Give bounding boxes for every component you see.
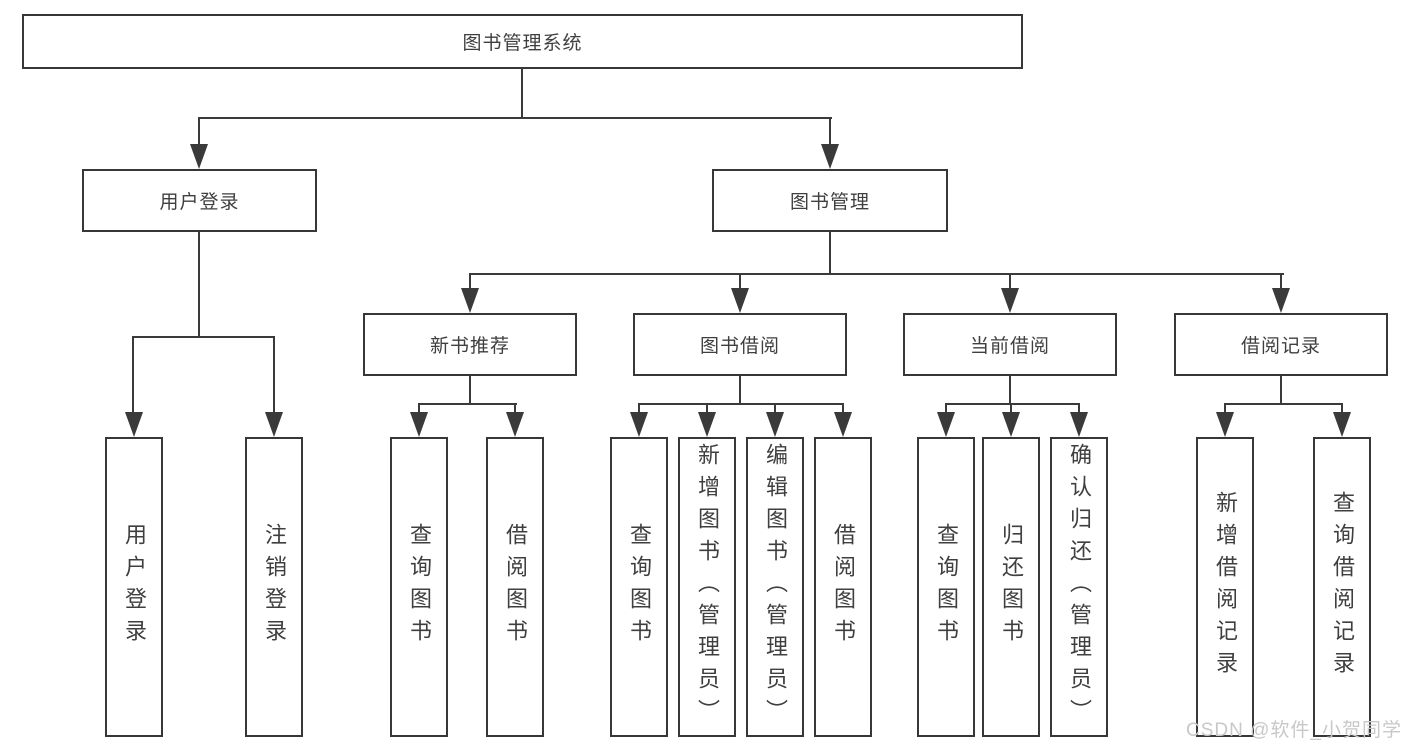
connector-stem: [1009, 273, 1011, 293]
leaf-currentborrow-return: 归还图书: [982, 437, 1040, 737]
node-user-login: 用户登录: [82, 169, 317, 232]
connector-currentborrow-trunk: [1009, 376, 1011, 405]
connector-bookborrow-split: [638, 403, 844, 405]
arrowhead-down: [1216, 412, 1234, 437]
leaf-logout: 注销登录: [245, 437, 303, 737]
connector-stem: [1078, 403, 1080, 415]
arrowhead-down: [630, 412, 648, 437]
arrowhead-down: [698, 412, 716, 437]
connector-currentborrow-split: [945, 403, 1080, 405]
connector-stem: [638, 403, 640, 415]
leaf-records-add: 新增借阅记录: [1196, 437, 1254, 737]
arrowhead-down: [766, 412, 784, 437]
arrowhead-down: [125, 412, 143, 437]
connector-root-split: [198, 117, 832, 119]
node-book-management: 图书管理: [712, 169, 948, 232]
arrowhead-down: [190, 144, 208, 169]
connector-userlogin-split: [132, 336, 275, 338]
arrowhead-down: [1272, 288, 1290, 313]
connector-stem: [774, 403, 776, 415]
connector-stem: [418, 403, 420, 415]
arrowhead-down: [410, 412, 428, 437]
connector-root-trunk: [521, 69, 523, 117]
connector-stem: [132, 336, 134, 416]
arrowhead-down: [834, 412, 852, 437]
connector-stem: [829, 117, 831, 149]
arrowhead-down: [1002, 412, 1020, 437]
connector-bookmgmt-split: [469, 273, 1284, 275]
arrowhead-down: [506, 412, 524, 437]
leaf-newbooks-query: 查询图书: [390, 437, 448, 737]
connector-stem: [706, 403, 708, 415]
connector-stem: [273, 336, 275, 416]
leaf-user-login: 用户登录: [105, 437, 163, 737]
node-book-borrow: 图书借阅: [633, 313, 847, 376]
leaf-records-query: 查询借阅记录: [1313, 437, 1371, 737]
arrowhead-down: [461, 288, 479, 313]
node-borrow-records: 借阅记录: [1174, 313, 1388, 376]
arrowhead-down: [1001, 288, 1019, 313]
connector-stem: [1010, 403, 1012, 415]
node-new-books: 新书推荐: [363, 313, 577, 376]
connector-stem: [514, 403, 516, 415]
connector-stem: [198, 117, 200, 149]
connector-stem: [739, 273, 741, 293]
connector-bookborrow-trunk: [739, 376, 741, 405]
node-root: 图书管理系统: [22, 14, 1023, 69]
leaf-bookborrow-query: 查询图书: [610, 437, 668, 737]
leaf-bookborrow-borrow: 借阅图书: [814, 437, 872, 737]
leaf-bookborrow-add: 新增图书（管理员）: [678, 437, 736, 737]
leaf-newbooks-borrow: 借阅图书: [486, 437, 544, 737]
connector-stem: [469, 273, 471, 293]
leaf-bookborrow-edit: 编辑图书（管理员）: [746, 437, 804, 737]
arrowhead-down: [937, 412, 955, 437]
connector-userlogin-trunk: [198, 232, 200, 338]
arrowhead-down: [731, 288, 749, 313]
csdn-watermark: CSDN @软件_小贺同学: [1186, 720, 1402, 741]
leaf-currentborrow-query: 查询图书: [917, 437, 975, 737]
connector-borrowrecords-trunk: [1280, 376, 1282, 405]
connector-stem: [842, 403, 844, 415]
arrowhead-down: [821, 144, 839, 169]
arrowhead-down: [265, 412, 283, 437]
arrowhead-down: [1070, 412, 1088, 437]
connector-bookmgmt-trunk: [829, 232, 831, 275]
connector-stem: [1280, 273, 1282, 293]
connector-newbooks-trunk: [469, 376, 471, 405]
connector-stem: [1341, 403, 1343, 415]
arrowhead-down: [1333, 412, 1351, 437]
leaf-currentborrow-confirm: 确认归还（管理员）: [1050, 437, 1108, 737]
connector-newbooks-split: [418, 403, 517, 405]
connector-stem: [1224, 403, 1226, 415]
node-current-borrow: 当前借阅: [903, 313, 1117, 376]
connector-borrowrecords-split: [1224, 403, 1343, 405]
connector-stem: [945, 403, 947, 415]
